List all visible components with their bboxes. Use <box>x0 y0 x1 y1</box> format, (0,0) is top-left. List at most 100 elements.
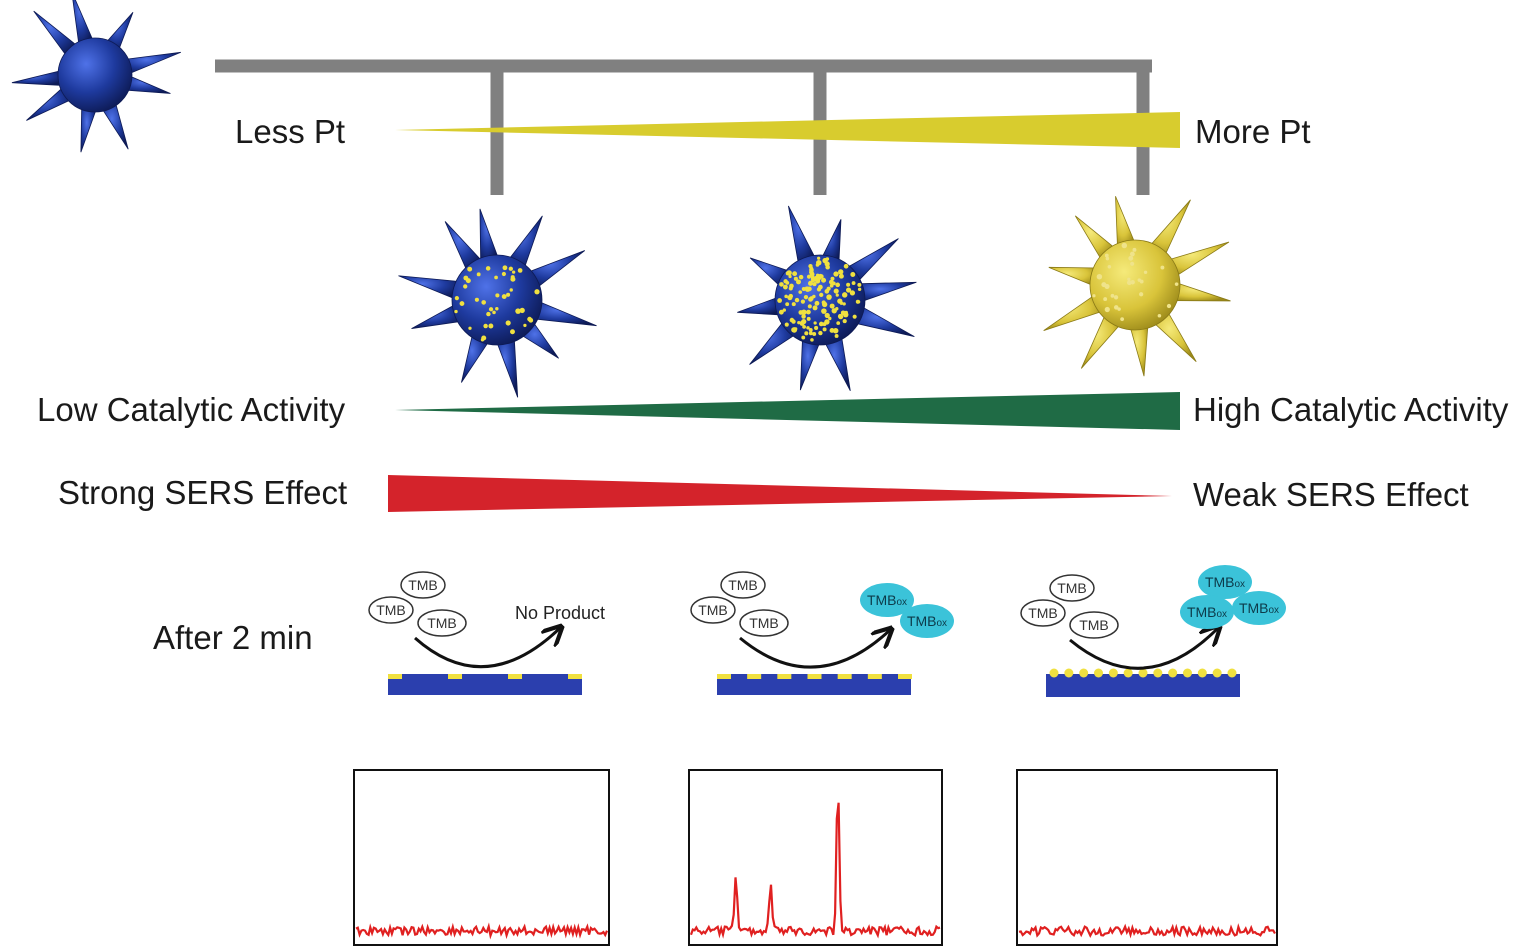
pt-particle <box>523 323 527 328</box>
pt-particle <box>454 296 459 301</box>
pt-particle <box>1107 264 1112 269</box>
pt-particle <box>1130 261 1135 266</box>
pt-deposit <box>837 674 852 679</box>
pt-particle <box>825 257 830 261</box>
catalytic-activity-wedge <box>395 392 1180 430</box>
tmb-label: TMB <box>728 577 758 593</box>
pt-deposit <box>1108 668 1118 678</box>
pt-particle <box>801 314 806 319</box>
tmb-molecule <box>690 596 736 624</box>
pt-particle <box>468 326 472 330</box>
pt-particle <box>1113 295 1119 300</box>
weak-sers-label: Weak SERS Effect <box>1193 476 1469 513</box>
pt-particle <box>511 270 516 274</box>
pt-particle <box>501 294 507 300</box>
pt-particle <box>825 264 830 270</box>
pt-particle <box>808 264 813 269</box>
pt-particle <box>528 317 534 323</box>
pt-deposit <box>1153 668 1163 678</box>
pt-particle <box>1104 306 1110 313</box>
pt-particle <box>817 256 821 260</box>
pt-particle <box>1130 280 1135 285</box>
nanostar-group <box>11 0 1231 398</box>
pt-particle <box>843 263 849 269</box>
pt-particle <box>1143 270 1148 275</box>
low-activity-label: Low Catalytic Activity <box>37 391 346 428</box>
pt-deposit <box>1227 668 1237 678</box>
pt-particle <box>495 293 500 298</box>
nanostar-core <box>1089 239 1181 331</box>
medium-pt-nanostar <box>737 205 917 392</box>
pt-particle <box>798 290 803 294</box>
pt-deposit <box>1064 668 1074 678</box>
tmb-molecule <box>1049 574 1095 602</box>
pt-particle <box>502 265 508 271</box>
pt-particle <box>463 284 468 289</box>
pt-particle <box>1137 278 1142 282</box>
pt-particle <box>812 281 817 287</box>
tmb-label: TMB <box>1079 617 1109 633</box>
pt-particle <box>480 338 485 342</box>
tmb-label: TMB <box>408 577 438 593</box>
pt-deposit <box>1123 668 1133 678</box>
substrate <box>717 674 911 695</box>
pt-particle <box>782 308 786 312</box>
tmbox-label: TMBox <box>867 592 907 608</box>
pt-particle <box>488 323 494 329</box>
pt-particle <box>1113 305 1119 310</box>
pt-particle <box>846 282 851 287</box>
nanostar-spike <box>80 105 97 153</box>
pt-particle <box>810 338 814 342</box>
pt-particle <box>804 286 809 291</box>
pt-particle <box>816 259 822 266</box>
pt-particle <box>812 294 816 299</box>
pt-particle <box>826 286 831 291</box>
pt-particle <box>1092 294 1096 298</box>
tmbox-molecule <box>1232 591 1286 625</box>
spectrum-panel-low <box>353 769 610 946</box>
pt-deposit <box>747 674 762 679</box>
pt-deposit <box>1094 668 1103 678</box>
nanostar-spike <box>496 337 519 398</box>
pt-deposit <box>1049 668 1059 678</box>
tmb-molecule <box>720 571 766 599</box>
reaction-arrow <box>739 630 890 669</box>
more-pt-label: More Pt <box>1195 113 1311 150</box>
pt-particle <box>828 316 832 321</box>
pt-particle <box>788 286 793 291</box>
spectrum-panel-medium <box>688 769 943 946</box>
pt-particle <box>802 324 806 329</box>
pt-particle <box>517 268 523 273</box>
pt-particle <box>857 287 862 291</box>
pt-particle <box>829 283 834 288</box>
pt-particle <box>838 273 844 279</box>
tmbox-label: TMBox <box>1239 600 1279 616</box>
nanostar-spike <box>479 208 499 263</box>
pt-particle <box>801 335 806 340</box>
pt-particle <box>492 310 496 315</box>
less-pt-label: Less Pt <box>235 113 345 150</box>
reaction-panel-high: TMB TMB TMB TMBox TMBox TMBox <box>1020 565 1286 697</box>
pt-particle <box>798 274 804 280</box>
pt-particle <box>845 287 852 293</box>
strong-sers-label: Strong SERS Effect <box>58 474 347 511</box>
tmbox-molecule <box>900 604 954 638</box>
pt-deposit <box>568 674 582 679</box>
pt-particle <box>833 288 839 294</box>
pt-particle <box>835 293 839 297</box>
pt-particle <box>806 326 810 330</box>
pt-particle <box>801 309 807 315</box>
tmbox-label: TMBox <box>1205 574 1245 590</box>
pt-particle <box>488 307 494 312</box>
pt-particle <box>841 292 848 298</box>
pt-particle <box>814 276 820 282</box>
substrate <box>1046 674 1240 697</box>
pt-particle <box>822 327 827 332</box>
tmb-molecule <box>368 596 414 624</box>
tmbox-molecule <box>1180 595 1234 629</box>
pt-particle <box>807 304 812 309</box>
pt-particle <box>849 290 856 296</box>
pt-particle <box>785 271 790 276</box>
pt-particle <box>1110 293 1115 298</box>
